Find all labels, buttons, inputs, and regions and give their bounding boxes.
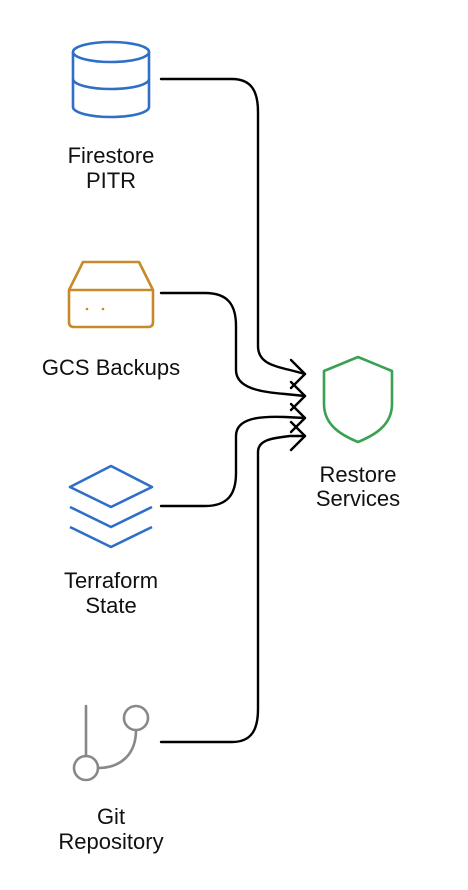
label-restore-line1: Restore xyxy=(319,462,396,487)
label-firestore-line1: Firestore xyxy=(68,143,155,168)
node-git: Git Repository xyxy=(58,704,164,854)
connector-git-to-restore xyxy=(159,434,307,744)
arrowhead-git xyxy=(289,420,307,452)
node-restore: Restore Services xyxy=(316,355,400,511)
label-terraform-line1: Terraform xyxy=(64,568,158,593)
connectors xyxy=(159,77,307,744)
label-firestore-line2: PITR xyxy=(86,168,136,193)
arrowhead-gcs xyxy=(289,380,307,412)
connector-gcs-to-restore xyxy=(159,291,307,398)
label-terraform-line2: State xyxy=(85,593,136,618)
label-gcs: GCS Backups xyxy=(42,355,180,380)
node-gcs: GCS Backups xyxy=(42,260,180,380)
node-firestore: Firestore PITR xyxy=(68,40,155,193)
storage-drive-icon xyxy=(67,260,155,329)
arrowhead-firestore xyxy=(289,358,307,390)
database-icon xyxy=(71,40,151,119)
shield-icon xyxy=(322,355,394,444)
connector-firestore-to-restore xyxy=(159,77,307,376)
connector-terraform-to-restore xyxy=(159,415,307,508)
git-branch-icon xyxy=(72,704,150,782)
label-restore-line2: Services xyxy=(316,486,400,511)
node-terraform: Terraform State xyxy=(64,464,158,618)
label-git-line2: Repository xyxy=(58,829,163,854)
label-git-line1: Git xyxy=(97,804,125,829)
layers-icon xyxy=(68,464,154,549)
